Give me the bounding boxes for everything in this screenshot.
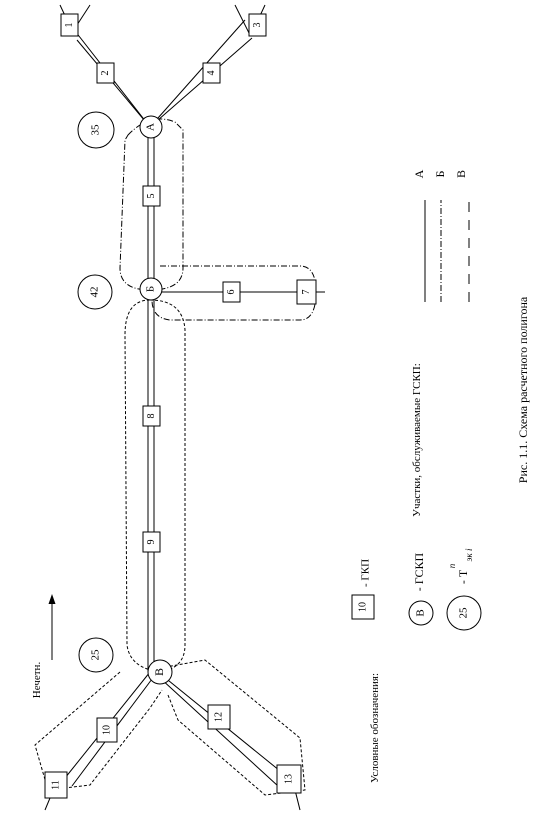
area-a-boundary xyxy=(119,118,184,291)
node-a-label: А xyxy=(145,123,157,131)
node-a: А xyxy=(139,115,163,139)
station-13-label: 13 xyxy=(283,774,294,784)
legend-gskp-letter: В xyxy=(415,609,427,616)
area-b-boundary xyxy=(151,265,317,321)
time-a: 35 xyxy=(77,111,115,149)
station-7: 7 xyxy=(296,279,317,305)
sections-legend: Участки, обслуживаемые ГСКП: А Б В xyxy=(411,169,470,517)
station-13: 13 xyxy=(276,764,302,794)
station-3-label: 3 xyxy=(252,23,263,28)
station-12-label: 12 xyxy=(213,712,224,722)
time-circles: 35 42 25 xyxy=(77,111,115,673)
section-v-label: В xyxy=(454,170,468,178)
area-v-boundary xyxy=(124,299,186,673)
station-3: 3 xyxy=(248,13,267,37)
legend-gskp: В - ГСКП xyxy=(408,552,434,626)
legend: Условные обозначения: 10 - ГКП В - ГСКП … xyxy=(351,548,482,783)
direction-label: Нечетн. xyxy=(31,662,43,699)
section-a: А xyxy=(412,169,426,302)
legend-time-sup: п xyxy=(447,563,457,568)
station-10-label: 10 xyxy=(101,725,112,735)
gskp-nodes: А Б В xyxy=(139,115,173,685)
time-b: 42 xyxy=(77,274,113,310)
node-b-label: Б xyxy=(145,286,157,292)
area-v-right-boundary xyxy=(159,659,306,796)
station-6: 6 xyxy=(222,281,241,303)
time-v: 25 xyxy=(78,637,114,673)
legend-time-sub: эк i xyxy=(464,548,474,561)
station-4-label: 4 xyxy=(206,71,217,76)
legend-time-label: - Т xyxy=(456,569,470,584)
station-7-label: 7 xyxy=(301,290,312,295)
station-9: 9 xyxy=(142,531,161,553)
station-8-label: 8 xyxy=(146,414,157,419)
station-10: 10 xyxy=(96,717,118,743)
station-8: 8 xyxy=(142,405,161,427)
station-5: 5 xyxy=(142,185,161,207)
station-6-label: 6 xyxy=(226,290,237,295)
station-11: 11 xyxy=(44,771,68,799)
section-v: В xyxy=(454,170,470,302)
sections-title: Участки, обслуживаемые ГСКП: xyxy=(411,363,423,517)
station-2: 2 xyxy=(96,62,115,84)
stations: 1 2 3 4 5 6 7 8 xyxy=(44,13,317,799)
section-b-label: Б xyxy=(433,170,447,177)
area-v-left-boundary xyxy=(34,671,163,791)
node-v-label: В xyxy=(152,668,166,676)
legend-gskp-label: - ГСКП xyxy=(412,552,426,591)
section-b: Б xyxy=(433,170,447,302)
node-b: Б xyxy=(139,277,163,301)
station-4: 4 xyxy=(202,62,221,84)
station-12: 12 xyxy=(207,704,231,730)
legend-gkp: 10 - ГКП xyxy=(351,559,375,620)
legend-time: 25 - Т п эк i xyxy=(446,548,482,631)
legend-gkp-label: - ГКП xyxy=(360,559,372,587)
station-9-label: 9 xyxy=(146,540,157,545)
figure-caption: Рис. 1.1. Схема расчетного полигона xyxy=(516,296,530,483)
station-1-label: 1 xyxy=(64,23,75,28)
station-11-label: 11 xyxy=(50,780,61,790)
station-2-label: 2 xyxy=(100,71,111,76)
time-b-value: 42 xyxy=(89,287,101,298)
service-areas xyxy=(34,118,317,796)
direction-arrow-head-icon xyxy=(48,594,56,604)
node-v: В xyxy=(147,659,173,685)
station-5-label: 5 xyxy=(146,194,157,199)
legend-time-value: 25 xyxy=(458,607,470,619)
legend-title: Условные обозначения: xyxy=(369,673,381,783)
time-v-value: 25 xyxy=(90,649,102,661)
legend-gkp-number: 10 xyxy=(357,602,368,612)
section-a-label: А xyxy=(412,169,426,178)
time-a-value: 35 xyxy=(90,124,102,136)
station-1: 1 xyxy=(60,13,79,37)
direction-indicator: Нечетн. xyxy=(31,594,56,698)
